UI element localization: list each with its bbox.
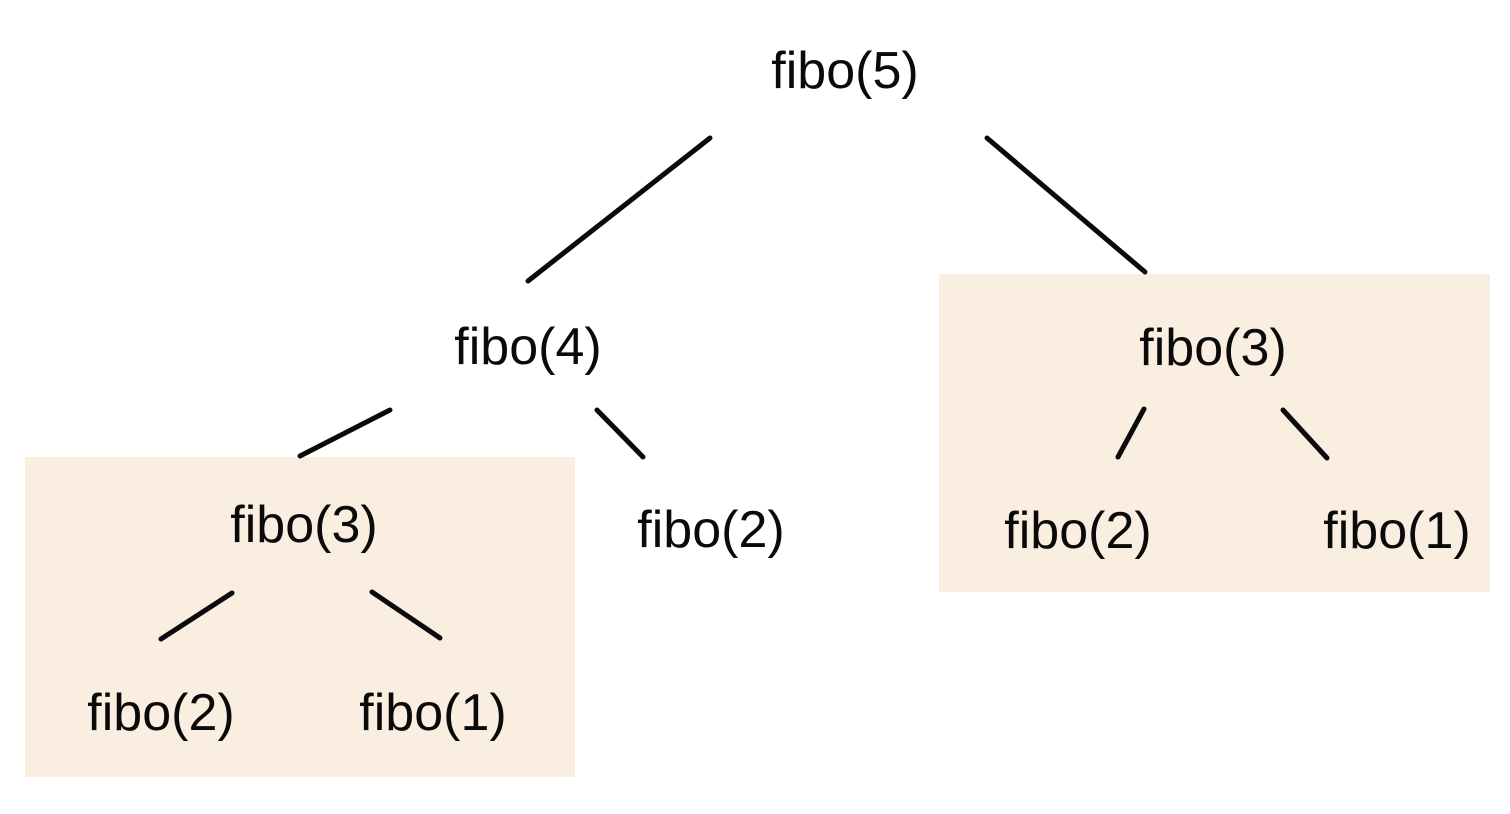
tree-node-fibo2-mid: fibo(2) (637, 501, 785, 559)
tree-edge-fibo5-root-to-fibo4 (525, 135, 713, 284)
tree-node-fibo4: fibo(4) (454, 318, 602, 376)
tree-edge-fibo5-root-to-fibo3-right (984, 135, 1148, 275)
tree-edge-fibo4-to-fibo3-left (297, 407, 393, 459)
tree-node-fibo3-left: fibo(3) (230, 496, 378, 554)
tree-node-fibo1-leftbox: fibo(1) (359, 684, 507, 742)
highlight-left-fibo3-subtree (25, 457, 575, 777)
tree-edge-fibo4-to-fibo2-mid (594, 407, 646, 460)
tree-node-fibo3-right: fibo(3) (1139, 319, 1287, 377)
tree-node-fibo2-rightbox: fibo(2) (1004, 502, 1152, 560)
highlight-right-fibo3-subtree (939, 274, 1490, 592)
tree-node-fibo5-root: fibo(5) (771, 42, 919, 100)
tree-node-fibo1-rightbox: fibo(1) (1323, 502, 1471, 560)
tree-node-fibo2-leftbox: fibo(2) (87, 684, 235, 742)
